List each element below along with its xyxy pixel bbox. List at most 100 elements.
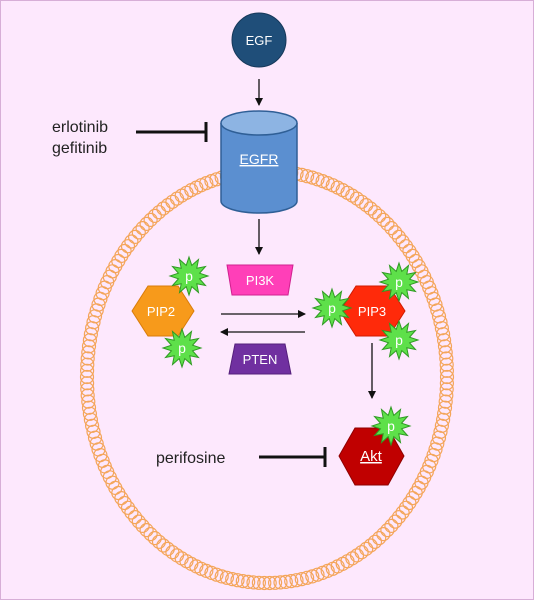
pip3-phosphate-top: p	[378, 261, 420, 303]
membrane-lipid	[359, 198, 374, 213]
pi3k-label: PI3K	[246, 273, 275, 288]
erlotinib-label: erlotinib	[52, 119, 108, 136]
membrane-lipid	[147, 530, 162, 546]
membrane-lipid	[139, 522, 154, 538]
membrane-lipid	[372, 530, 387, 546]
phosphate-starburst	[378, 319, 420, 361]
membrane-lipid	[439, 351, 454, 366]
membrane-lipid	[402, 495, 417, 511]
phosphate-label: p	[395, 274, 403, 290]
membrane-lipid	[83, 412, 99, 427]
phosphate-label: p	[328, 300, 336, 316]
membrane-lipid	[131, 225, 146, 240]
phosphate-group-layer: p p p p p p	[161, 255, 420, 447]
membrane-lipid	[439, 363, 454, 378]
membrane-lipid	[359, 541, 374, 557]
membrane-lipid	[117, 495, 132, 511]
membrane-lipid	[151, 534, 167, 549]
membrane-lipid	[257, 575, 272, 591]
membrane-lipid	[139, 216, 154, 231]
pten-label: PTEN	[243, 352, 278, 367]
membrane-lipid	[367, 205, 383, 220]
egfr-label: EGFR	[240, 151, 279, 167]
membrane-lipid	[391, 229, 406, 244]
membrane-lipid	[241, 574, 256, 590]
membrane-lipid	[300, 169, 315, 184]
membrane-lipid	[80, 357, 95, 372]
membrane-lipid	[340, 554, 355, 569]
membrane-lipid	[367, 534, 383, 549]
membrane-lipid	[384, 518, 399, 534]
membrane-lipid	[345, 551, 360, 566]
pip3-phosphate-left: p	[311, 287, 353, 329]
phosphate-label: p	[178, 340, 186, 356]
pip2-node: PIP2	[131, 285, 195, 337]
gefitinib-label: gefitinib	[52, 140, 107, 157]
membrane-lipid	[135, 221, 150, 236]
egfr-receptor: EGFR	[220, 110, 298, 214]
pip2-phosphate-top: p	[168, 255, 210, 297]
phosphate-starburst	[161, 327, 203, 369]
membrane-lipid	[439, 357, 454, 372]
membrane-lipid	[219, 570, 234, 585]
egf-label: EGF	[246, 33, 273, 48]
membrane-lipid	[376, 526, 391, 542]
membrane-lipid	[376, 212, 391, 227]
membrane-lipid	[124, 234, 139, 249]
membrane-lipid	[398, 239, 414, 254]
pten-node: PTEN	[228, 343, 292, 375]
membrane-lipid	[395, 234, 410, 249]
membrane-lipid	[268, 575, 283, 590]
membrane-lipid	[354, 194, 369, 209]
akt-inhibition-bar	[259, 447, 327, 467]
membrane-lipid	[439, 388, 454, 403]
membrane-lipid	[131, 514, 146, 529]
membrane-lipid	[147, 208, 162, 223]
membrane-lipid	[294, 571, 309, 587]
membrane-lipid	[384, 221, 399, 236]
membrane-lipid	[438, 345, 453, 360]
membrane-lipid	[165, 194, 180, 209]
pip2-phosphate-bottom: p	[161, 327, 203, 369]
membrane-lipid	[165, 545, 180, 560]
membrane-lipid	[225, 571, 240, 587]
pip3-label: PIP3	[358, 304, 386, 319]
membrane-lipid	[174, 551, 189, 566]
membrane-lipid	[363, 201, 378, 216]
membrane-lipid	[160, 541, 175, 557]
membrane-lipid	[179, 185, 194, 200]
membrane-lipid	[143, 212, 158, 227]
membrane-lipid	[124, 505, 139, 520]
membrane-lipid	[80, 388, 95, 403]
membrane-lipid	[273, 575, 288, 590]
membrane-lipid	[372, 208, 387, 223]
membrane-lipid	[437, 400, 453, 415]
membrane-lipid	[300, 570, 315, 585]
membrane-lipid	[284, 573, 299, 589]
membrane-lipid	[81, 339, 97, 354]
membrane-lipid	[251, 575, 266, 590]
membrane-lipid	[402, 243, 417, 259]
membrane-lipid	[230, 573, 245, 588]
membrane-lipid	[289, 573, 304, 588]
membrane-lipid	[169, 191, 185, 206]
membrane-lipid	[246, 575, 261, 590]
membrane-lipid	[120, 500, 136, 515]
pip3-phosphate-bottom: p	[378, 319, 420, 361]
membrane-lipid	[388, 514, 403, 529]
membrane-lipid	[398, 500, 414, 515]
membrane-lipid	[79, 369, 95, 385]
membrane-lipid	[436, 327, 451, 342]
membrane-lipid	[174, 188, 189, 203]
membrane-lipid	[349, 191, 365, 206]
phosphate-label: p	[387, 418, 395, 434]
membrane-lipid	[439, 369, 455, 385]
membrane-lipid	[278, 574, 293, 590]
membrane-lipid	[305, 569, 320, 584]
membrane-lipid	[345, 188, 360, 203]
phosphate-starburst	[378, 261, 420, 303]
membrane-lipid	[395, 505, 410, 520]
phosphate-label: p	[185, 268, 193, 284]
